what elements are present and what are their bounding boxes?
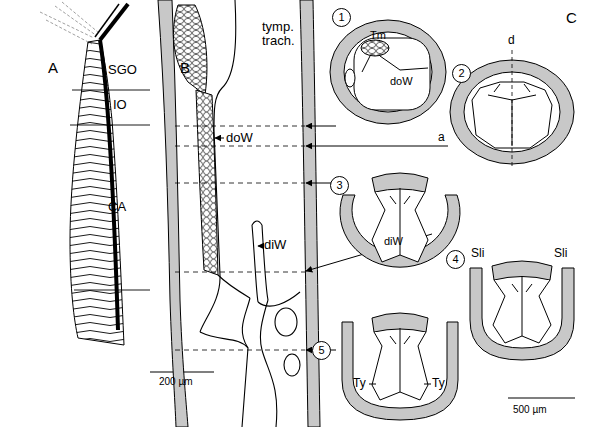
region-boundary (70, 90, 150, 290)
section-arrow-part (306, 146, 448, 147)
panel-letter: B (180, 60, 190, 76)
cross-section (470, 261, 574, 360)
callout-number: 3 (336, 180, 342, 191)
chordotonal-organ-part (46, 20, 92, 44)
section-arrow-part (306, 126, 336, 127)
cross-section (330, 20, 446, 124)
sensory-cells-part (173, 5, 207, 95)
pointer-line-part (258, 246, 261, 247)
chordotonal-organ (40, 2, 128, 345)
callout-circle: 4 (446, 250, 465, 269)
section-level-part (175, 272, 305, 273)
cross-section (340, 173, 460, 267)
structure-label: Ty (353, 377, 366, 390)
scale-label: 200 µm (159, 377, 193, 388)
cross-section-part (470, 268, 574, 360)
callout-circle: 3 (330, 176, 349, 195)
cross-section-part (342, 322, 458, 420)
chordotonal-organ-part (70, 40, 124, 345)
cross-section-part (362, 56, 428, 72)
callout-number: 1 (338, 12, 344, 23)
structure-label: Sli (554, 247, 567, 260)
structure-label: Ty (432, 377, 445, 390)
pointer-line-part (215, 138, 224, 139)
chordotonal-organ-part (62, 2, 99, 33)
cross-section-part (330, 20, 446, 124)
leg-cuticle-part (300, 0, 320, 427)
trachea-wall-part (252, 221, 268, 302)
trachea-wall-part (242, 298, 250, 348)
chordotonal-organ-part (100, 4, 128, 40)
structure-label: diW (384, 236, 403, 248)
section-level-part (175, 146, 305, 147)
structure-label: Sli (471, 247, 484, 260)
cross-section-part (512, 276, 532, 336)
trachea-wall-part (200, 332, 248, 427)
section-level-part (175, 350, 305, 351)
chordotonal-organ-part (40, 12, 94, 38)
section-level-part (175, 126, 305, 127)
cross-section-part (361, 40, 389, 56)
callout-circle: 5 (312, 341, 331, 360)
sensory-cells (173, 5, 218, 275)
region-label: SGO (108, 63, 137, 77)
callout-number: 5 (318, 345, 324, 356)
cross-section-part (424, 384, 431, 385)
callout-number: 4 (452, 254, 458, 265)
panel-letter: A (48, 60, 58, 76)
chordotonal-organ-part (95, 4, 119, 37)
pointer-line (215, 138, 261, 246)
cross-section-part (512, 50, 513, 168)
callout-circle: 1 (332, 8, 351, 27)
cross-section-part (390, 328, 410, 392)
cross-section-part (354, 38, 430, 110)
trachea-wall-part (275, 308, 297, 336)
region-boundary-part (74, 290, 150, 291)
axis-label: d (508, 34, 515, 47)
trachea-wall-part (260, 300, 276, 427)
scale-label: 500 µm (513, 405, 547, 416)
cross-section (450, 50, 574, 168)
structure-label: doW (226, 131, 253, 145)
axis-label: a (438, 131, 445, 144)
cross-section-part (464, 72, 560, 152)
chordotonal-organ-part (100, 40, 118, 330)
cross-section (342, 313, 458, 420)
region-boundary-part (72, 90, 150, 91)
cross-section-part (345, 69, 355, 87)
scale-bar (508, 397, 575, 398)
trachea-wall-part (284, 354, 300, 376)
cross-section-part (344, 32, 432, 112)
section-level-part (175, 183, 305, 184)
chordotonal-organ-part (55, 6, 97, 36)
panel-letter: C (566, 10, 577, 26)
section-level (175, 126, 305, 350)
region-boundary-part (70, 125, 150, 126)
region-label: CA (108, 200, 126, 214)
trachea-wall-part (258, 292, 300, 306)
cross-section-part (369, 384, 376, 385)
callout-circle: 2 (452, 64, 471, 83)
structure-label: doW (390, 76, 413, 88)
structure-label: Tm (370, 30, 386, 42)
structure-label: diW (264, 238, 286, 252)
trachea-wall-part (200, 0, 236, 332)
sensory-cells-part (196, 90, 218, 275)
region-label: IO (113, 98, 127, 112)
trachea-wall (200, 0, 300, 427)
section-arrow (306, 126, 448, 350)
leg-cuticle (158, 0, 320, 427)
callout-number: 2 (458, 68, 464, 79)
structure-label: tymp. trach. (262, 20, 304, 47)
trachea-wall-part (218, 275, 250, 298)
